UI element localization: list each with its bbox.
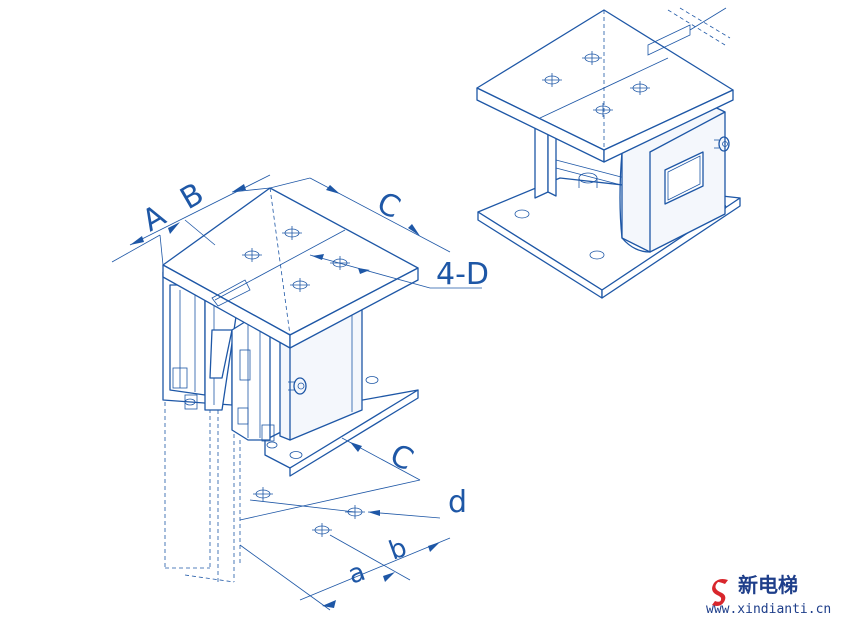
brand-name: 新电梯 <box>738 573 798 597</box>
dim-label-c-bottom: C <box>385 438 419 479</box>
dim-label-b-bottom: b <box>385 533 411 567</box>
dim-label-4d: 4-D <box>436 257 489 292</box>
top-holes-left <box>242 226 350 292</box>
dim-label-a-top: A <box>137 198 173 239</box>
brand-url: www.xindianti.cn <box>706 602 831 617</box>
dim-label-a-bottom: a <box>344 557 369 591</box>
logo-icon <box>712 579 728 606</box>
top-holes-right <box>542 51 650 117</box>
dim-label-c-top: C <box>372 186 406 227</box>
brand-logo: 新电梯 www.xindianti.cn <box>706 573 831 617</box>
dim-label-b-top: B <box>175 176 210 217</box>
dim-label-d-bottom: d <box>448 485 467 520</box>
floor-holes <box>249 487 365 537</box>
right-assembly <box>476 7 741 299</box>
left-assembly <box>162 187 419 583</box>
